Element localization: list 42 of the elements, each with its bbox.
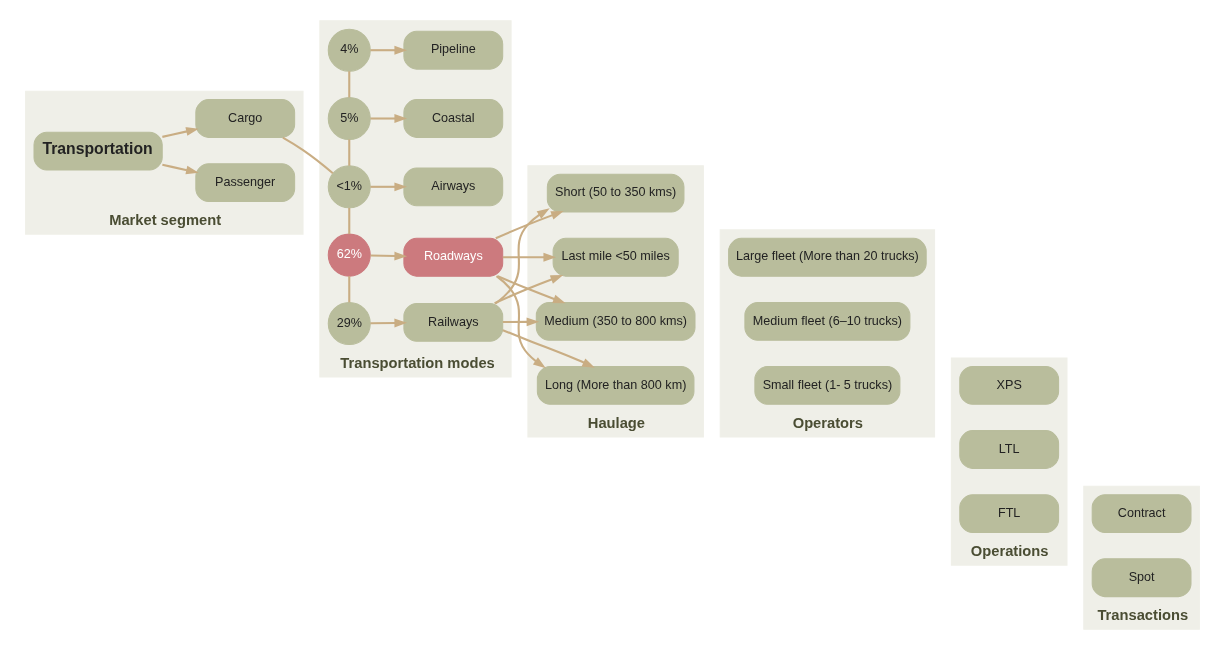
- node-box: Cargo: [195, 99, 296, 138]
- connector: [282, 136, 334, 174]
- arrow: [502, 329, 595, 368]
- arrow: [370, 251, 408, 261]
- node-box: Medium (350 to 800 kms): [535, 301, 696, 341]
- arrow: [370, 114, 408, 123]
- arrow: [370, 182, 408, 192]
- node-box: Small fleet (1- 5 trucks): [754, 366, 901, 405]
- connector: [348, 139, 351, 166]
- node-box: Airways: [403, 167, 504, 207]
- node-box: LTL: [959, 430, 1060, 469]
- node-box: Medium fleet (6–10 trucks): [744, 301, 911, 341]
- node-circle: <1%: [327, 165, 371, 209]
- node-box: FTL: [959, 494, 1060, 534]
- arrow: [162, 127, 199, 138]
- arrow: [370, 45, 408, 55]
- node-box: Roadways: [403, 237, 504, 277]
- node-box: Contract: [1091, 494, 1192, 534]
- arrow: [502, 252, 557, 262]
- node-box: XPS: [959, 366, 1060, 405]
- arrow: [162, 163, 199, 175]
- node-box: Pipeline: [403, 30, 504, 70]
- node-circle: 4%: [327, 28, 371, 72]
- node-circle: 5%: [327, 96, 371, 141]
- node-box: Large fleet (More than 20 trucks): [728, 237, 927, 277]
- node-box: Railways: [403, 302, 504, 342]
- connector: [348, 71, 351, 98]
- node-box: Transportation: [33, 131, 163, 171]
- node-box: Last mile <50 miles: [552, 237, 679, 277]
- node-circle: 62%: [327, 233, 371, 277]
- connector: [348, 207, 351, 235]
- arrow: [502, 317, 540, 327]
- node-box: Passenger: [195, 163, 296, 203]
- node-box: Long (More than 800 km): [536, 366, 695, 405]
- node-circle: 29%: [327, 301, 371, 345]
- node-box: Coastal: [403, 99, 504, 138]
- node-box: Spot: [1091, 558, 1192, 598]
- connector: [348, 276, 351, 303]
- arrow: [495, 210, 564, 240]
- arrow: [495, 275, 546, 369]
- node-box: Short (50 to 350 kms): [546, 173, 685, 213]
- arrow: [370, 318, 408, 328]
